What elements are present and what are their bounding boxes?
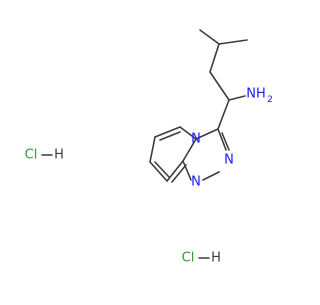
- bond-cha-c3: [217, 99, 230, 130]
- bond-c5-c6-double: [159, 131, 181, 141]
- bond-c6-c7: [149, 136, 156, 163]
- ring-n4-label: N: [191, 132, 201, 147]
- ring-n2-label: N: [224, 153, 234, 168]
- bond-c3-n2: [217, 128, 227, 151]
- bond-n4-c5: [179, 126, 197, 140]
- bond-c8-c8a: [166, 160, 184, 182]
- bond-c7-c8-double: [154, 161, 170, 178]
- amine-n-label: NH: [246, 87, 266, 102]
- ring-n1-label: N: [191, 175, 201, 190]
- bond-c8-c8a-double: [171, 164, 187, 183]
- bond-c7-c8: [149, 161, 168, 182]
- hcl-1-h-label: H: [54, 148, 64, 163]
- amine-subscript: 2: [267, 95, 273, 105]
- bond-n1-c8a: [182, 160, 192, 181]
- bond-ch-ch2: [209, 43, 220, 73]
- bond-c5-c6: [154, 126, 181, 138]
- bond-c3-n4: [195, 128, 219, 140]
- hcl-1-cl-label: Cl: [25, 148, 38, 163]
- bond-c8a-n4: [182, 138, 197, 162]
- bond-n1-n2: [202, 171, 220, 181]
- molecule-diagram: NH 2 N N N Cl H Cl H: [25, 29, 273, 266]
- bond-cha-n: [228, 95, 246, 101]
- bond-ch2-cha: [209, 71, 230, 101]
- hcl-2-h-label: H: [211, 251, 221, 266]
- structure-canvas: NH 2 N N N Cl H Cl H: [25, 29, 273, 266]
- hcl-2-cl-label: Cl: [182, 251, 195, 266]
- bond-methyl-1: [199, 29, 220, 45]
- bond-c3-n2-double: [221, 132, 230, 151]
- bond-methyl-2: [218, 39, 248, 45]
